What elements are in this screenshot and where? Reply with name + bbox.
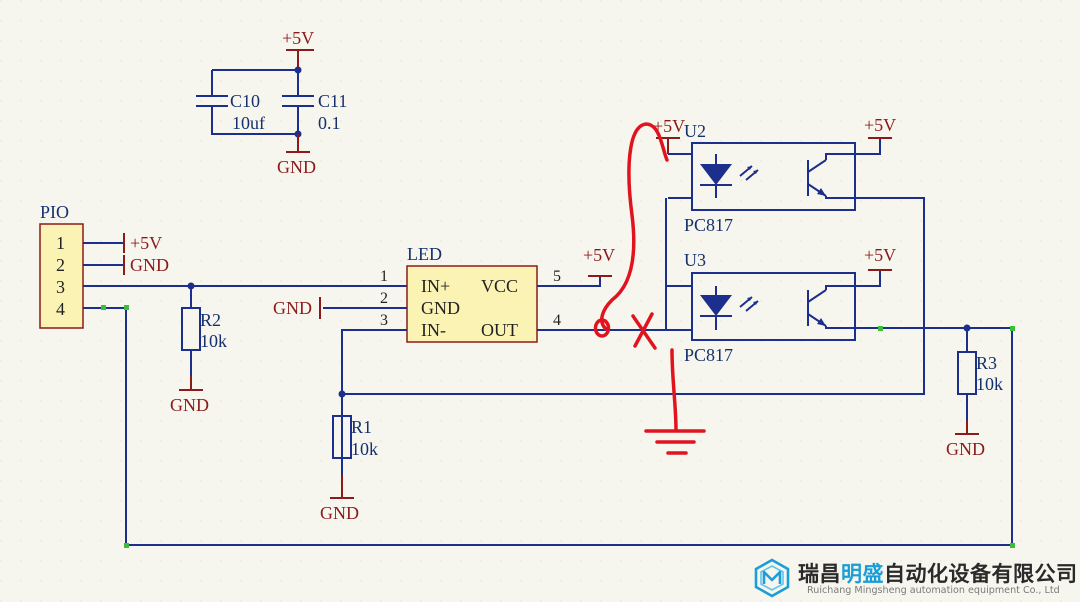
u2-vcc-in-label: +5V	[653, 116, 685, 136]
u3-vcc-out-label: +5V	[864, 245, 896, 265]
opamp-in-plus: IN+	[421, 276, 450, 296]
u3-label: U3	[684, 250, 706, 270]
c11-label: C11	[318, 91, 347, 111]
circle-mark	[593, 318, 611, 338]
optocoupler-u2: +5V U2 +5V PC817	[653, 115, 896, 330]
company-name-highlight: 明盛	[841, 562, 884, 586]
r2-gnd-label: GND	[170, 395, 209, 415]
optocoupler-u3: U3 +5V PC817	[666, 245, 1015, 365]
r1-value: 10k	[351, 439, 378, 459]
c10-label: C10	[230, 91, 260, 111]
company-name-en: Ruichang Mingsheng automation equipment …	[807, 585, 1060, 596]
u2-part: PC817	[684, 215, 733, 235]
cross-mark	[631, 312, 657, 350]
r2-body	[181, 307, 201, 351]
opamp-vcc-label: +5V	[583, 245, 615, 265]
u2-led-icon	[700, 164, 732, 185]
u3-body	[691, 272, 856, 341]
r3-gnd-label: GND	[946, 439, 985, 459]
pin-5-number: 5	[553, 268, 561, 285]
pio-body	[39, 223, 84, 329]
pin-2-number: 2	[380, 290, 388, 307]
redraw-wire-mark	[600, 122, 669, 331]
resistor-r2: R2 10k GND	[170, 286, 227, 415]
pio-pin2-net: GND	[130, 255, 169, 275]
u2-vcc-out-label: +5V	[864, 115, 896, 135]
company-name-part1: 瑞昌	[798, 562, 841, 586]
capacitor-group: +5V C10 10uf C11 0.1 GND	[196, 28, 347, 177]
opamp-gnd-label: GND	[273, 298, 312, 318]
u3-led-icon	[700, 295, 732, 316]
pio-pin-3: 3	[56, 277, 65, 297]
resistor-r3: R3 10k GND	[946, 324, 1003, 459]
r2-label: R2	[200, 310, 221, 330]
opamp-in-minus: IN-	[421, 320, 446, 340]
cap-vcc-label: +5V	[282, 28, 314, 48]
opamp-lmv321: LED IN+ GND IN- VCC OUT 1 2 3 5 4 GND +5…	[273, 244, 692, 476]
pio-connector: PIO 1 2 3 4 +5V GND	[39, 202, 1015, 548]
handwritten-annotations	[593, 122, 706, 455]
r1-gnd-label: GND	[320, 503, 359, 523]
pio-pin1-net: +5V	[130, 233, 162, 253]
resistor-r1: R1 10k GND	[320, 197, 925, 523]
pio-pin-2: 2	[56, 255, 65, 275]
company-logo-icon	[754, 558, 790, 598]
opamp-gnd-pin: GND	[421, 298, 460, 318]
pin-3-number: 3	[380, 312, 388, 329]
ground-symbol-mark	[644, 429, 706, 455]
pio-pin-1: 1	[56, 233, 65, 253]
c10-value: 10uf	[232, 113, 265, 133]
company-name-part2: 自动化设备有限公司	[884, 562, 1078, 586]
opamp-body	[406, 265, 538, 343]
cap-gnd-label: GND	[277, 157, 316, 177]
ground-wire-mark	[670, 348, 678, 432]
r1-label: R1	[351, 417, 372, 437]
r1-body	[332, 415, 352, 459]
u2-label: U2	[684, 121, 706, 141]
pio-pin-4: 4	[56, 299, 65, 319]
company-logo: 瑞昌明盛自动化设备有限公司 Ruichang Mingsheng automat…	[752, 556, 1080, 602]
pin-1-number: 1	[380, 268, 388, 285]
opamp-vcc-pin: VCC	[481, 276, 518, 296]
r3-label: R3	[976, 353, 997, 373]
r3-body	[957, 351, 977, 395]
company-name-cn: 瑞昌明盛自动化设备有限公司	[798, 558, 1078, 588]
r2-value: 10k	[200, 331, 227, 351]
led-net-label: LED	[407, 244, 442, 264]
opamp-out-pin: OUT	[481, 320, 518, 340]
r3-value: 10k	[976, 374, 1003, 394]
pio-label: PIO	[40, 202, 69, 222]
c11-value: 0.1	[318, 113, 341, 133]
u3-part: PC817	[684, 345, 733, 365]
u2-body	[691, 142, 856, 211]
pin-4-number: 4	[553, 312, 561, 329]
